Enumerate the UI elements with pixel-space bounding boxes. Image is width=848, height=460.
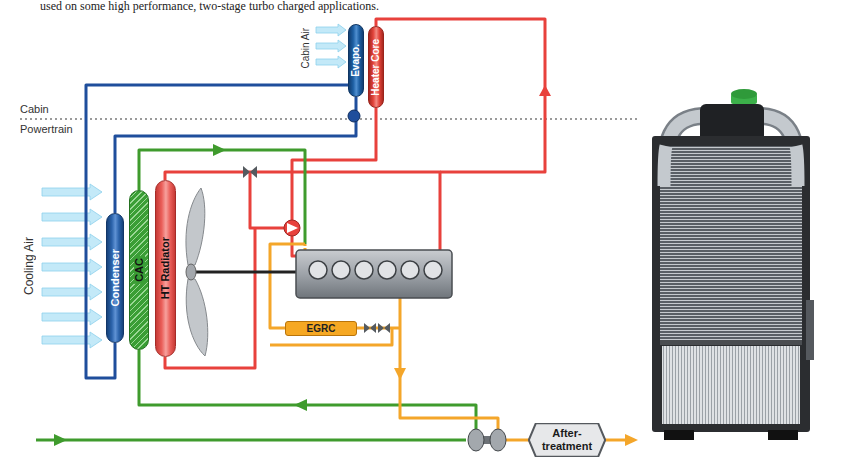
- component-label: EGRC: [307, 324, 336, 334]
- fan: [186, 279, 208, 356]
- heater-core-tube: Heater Core: [368, 26, 384, 108]
- component-label: Heater Core: [371, 39, 381, 96]
- fan: [190, 271, 296, 274]
- flow-arrowhead: [539, 85, 551, 96]
- ht-coolant-lines: [165, 228, 255, 368]
- turbocharger: [468, 429, 506, 451]
- egr-cooler-box: EGRC: [285, 321, 357, 336]
- cabin-air-arrows: [316, 56, 346, 68]
- airflow-label: Cooling Air: [23, 237, 35, 295]
- cooling-air-arrows: [42, 184, 102, 200]
- component-label: After- treatment: [537, 427, 597, 452]
- engine-block: [332, 261, 350, 279]
- radiator-module-photo: [660, 340, 802, 345]
- engine-block: [296, 250, 452, 298]
- aftertreatment-outline: [529, 423, 605, 456]
- engine-block: [401, 261, 419, 279]
- exhaust-lines: [270, 244, 627, 440]
- condenser-tube: Condenser: [106, 213, 124, 343]
- radiator-module-photo: [652, 89, 814, 440]
- component-label: CAC: [134, 256, 145, 284]
- fan: [186, 264, 196, 280]
- exhaust-lines: [506, 439, 530, 442]
- valve-symbol: [378, 323, 384, 333]
- radiator-module-photo: [662, 346, 800, 424]
- radiator-module-photo: [652, 136, 810, 432]
- engine-block: [424, 261, 442, 279]
- valve-symbol: [243, 166, 250, 178]
- zone-label: Powertrain: [20, 123, 73, 136]
- cooling-air-arrows: [42, 309, 102, 325]
- cooling-air-arrows: [42, 284, 102, 300]
- engine-block: [309, 261, 327, 279]
- cooling-air-arrows: [42, 332, 102, 348]
- flow-arrowhead: [213, 144, 226, 156]
- valve-symbol: [364, 323, 370, 333]
- evaporator-tube: Evapo.: [348, 24, 364, 97]
- charge-air-cooler-tube: CAC: [129, 190, 149, 350]
- cabin-divider: [20, 118, 640, 120]
- cooling-air-arrows: [42, 234, 102, 250]
- compressor-symbol: [348, 110, 360, 122]
- airflow-label: Cabin Air: [301, 28, 311, 69]
- cooling-air-arrows: [42, 184, 102, 348]
- engine-block: [355, 261, 373, 279]
- cooling-air-arrows: [42, 209, 102, 225]
- pump-symbol: [284, 220, 300, 236]
- valve-symbol: [370, 323, 376, 333]
- valve-symbol: [243, 166, 390, 333]
- radiator-module-photo: [806, 300, 814, 360]
- cabin-air-arrows: [316, 24, 346, 36]
- ht-radiator-tube: HT Radiator: [155, 180, 176, 357]
- ht-coolant-lines: [250, 172, 284, 228]
- radiator-module-photo: [664, 430, 694, 440]
- radiator-module-photo: [664, 146, 666, 186]
- flow-arrowhead: [294, 399, 307, 411]
- zone-label: Cabin: [20, 103, 49, 116]
- exhaust-lines: [604, 439, 627, 442]
- component-label: Condenser: [110, 249, 121, 306]
- charge-air-lines: [36, 150, 476, 440]
- caption-text: used on some high performance, two-stage…: [40, 0, 379, 14]
- turbocharger: [468, 429, 484, 451]
- radiator-module-photo: [660, 146, 802, 340]
- exhaust-lines: [400, 298, 498, 429]
- engine-block: [296, 250, 452, 298]
- valve-symbol: [250, 166, 257, 178]
- aftertreatment-box: After- treatment: [528, 423, 606, 457]
- radiator-module-photo: [768, 430, 798, 440]
- pump-symbol: [287, 223, 298, 233]
- radiator-module-photo: [731, 89, 757, 99]
- cooling-air-arrows: [42, 259, 102, 275]
- refrigerant-line: [115, 97, 356, 213]
- fan: [186, 188, 205, 265]
- flow-arrowhead: [54, 434, 67, 446]
- valve-symbol: [384, 323, 390, 333]
- ht-coolant-lines: [165, 19, 545, 368]
- cabin-air-arrows: [316, 40, 346, 52]
- cabin-air-arrows: [316, 24, 346, 68]
- component-label: Evapo.: [351, 44, 361, 77]
- flow-arrowhead: [625, 434, 638, 446]
- turbocharger: [490, 429, 506, 451]
- engine-block: [378, 261, 396, 279]
- flow-arrowhead: [394, 368, 406, 380]
- component-label: HT Radiator: [160, 237, 171, 299]
- charge-air-lines: [36, 439, 466, 442]
- ht-coolant-lines: [165, 172, 440, 250]
- fan: [186, 188, 296, 356]
- radiator-module-photo: [796, 146, 798, 186]
- ht-coolant-lines: [376, 19, 545, 172]
